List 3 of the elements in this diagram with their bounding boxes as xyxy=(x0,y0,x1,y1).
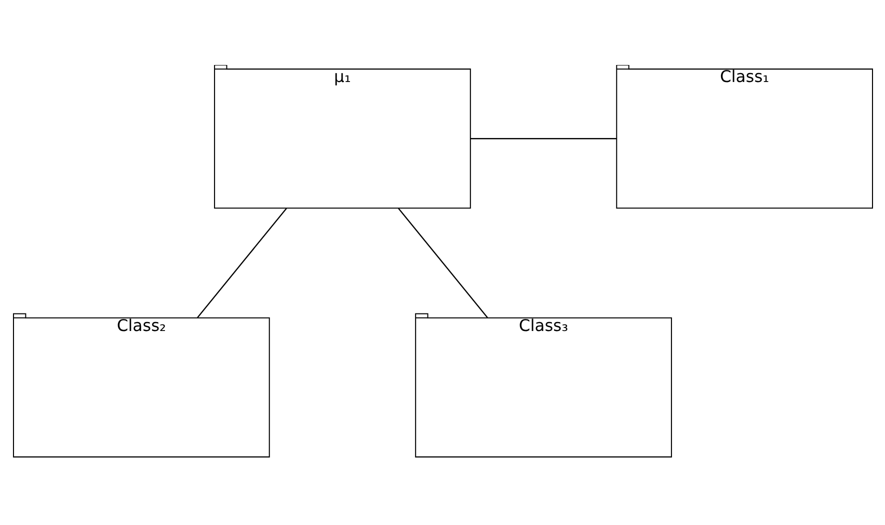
connector xyxy=(470,138,616,139)
connector xyxy=(398,207,488,318)
connector xyxy=(196,207,286,318)
